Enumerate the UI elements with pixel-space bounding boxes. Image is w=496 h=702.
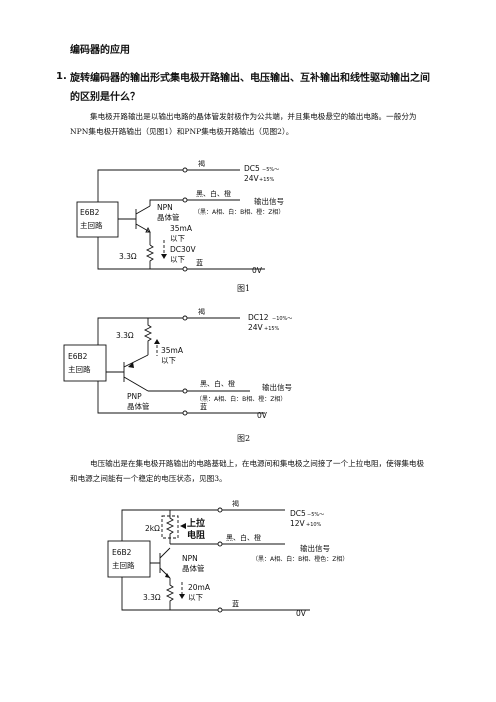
output-wires-label: 黑、白、橙 — [200, 379, 235, 388]
output-wire — [149, 199, 183, 206]
transistor-label: 晶体管 — [182, 563, 205, 573]
output-signal-label: 输出信号 — [262, 382, 292, 392]
resistor-label: 3.3Ω — [116, 331, 134, 340]
power-spec-main: DC12 — [248, 313, 269, 322]
supply-wire — [97, 169, 183, 202]
ground-wire — [121, 577, 218, 611]
current-arrow-head — [179, 594, 185, 599]
box-label-main-circuit: 主回路 — [80, 220, 103, 230]
e6b2-main-circuit-box — [76, 201, 119, 238]
output-wires-label: 黑、白、橙 — [226, 533, 261, 542]
zero-volt-label: 0V — [296, 609, 307, 618]
wire-brown-label: 褐 — [198, 159, 205, 168]
output-signal-label: 输出信号 — [254, 196, 284, 206]
box-label-main-circuit: 主回路 — [112, 560, 135, 570]
npn-transistor-symbol — [150, 547, 171, 579]
power-spec-line2: 12V — [290, 519, 306, 528]
power-spec-tol-hi: +15% — [264, 326, 280, 332]
zero-volt-label: 0V — [257, 411, 268, 420]
paragraph-voltage-output: 电压输出是在集电极开路输出的电路基础上，在电源间和集电极之间接了一个上拉电阻，使… — [70, 459, 425, 483]
current-limit-below: 以下 — [170, 234, 185, 243]
pullup-label-line2: 电阻 — [187, 529, 205, 541]
pnp-transistor-symbol — [106, 354, 149, 392]
box-label-model: E6B2 — [112, 548, 132, 557]
resistor-3-3-ohm — [143, 318, 153, 355]
pullup-resistor — [165, 510, 175, 544]
transistor-type: NPN — [157, 203, 173, 212]
wire-blue-label: 蓝 — [196, 258, 203, 267]
emitter-arrow — [128, 362, 134, 368]
ground-wire — [97, 237, 183, 270]
wire-brown-label: 褐 — [232, 499, 239, 508]
current-arrow-head — [161, 254, 167, 259]
power-spec-tol-hi: +10% — [306, 522, 322, 528]
box-label-model: E6B2 — [68, 352, 88, 361]
phase-note: （黑：A相、白：B相、橙：Z相） — [196, 395, 286, 403]
resistor-3-3-ohm — [165, 578, 175, 610]
npn-transistor-symbol — [118, 205, 151, 233]
current-limit-below: 以下 — [161, 356, 176, 365]
power-spec-line2: 24V — [248, 323, 264, 332]
ground-wire — [97, 381, 183, 414]
power-spec-tol-hi: +15% — [259, 177, 275, 183]
current-limit: 35mA — [170, 224, 193, 233]
resistor-3-3-ohm — [145, 244, 155, 269]
zero-volt-label: 0V — [252, 266, 263, 275]
transistor-type: NPN — [182, 554, 198, 563]
pullup-resistor-value: 2kΩ — [145, 524, 160, 533]
power-spec-main: DC5 — [290, 509, 306, 518]
e6b2-main-circuit-box — [63, 344, 107, 382]
ground-terminal — [217, 607, 223, 613]
supply-wire — [121, 509, 218, 541]
transistor-label: 晶体管 — [127, 401, 150, 411]
paragraph-open-collector: 集电极开路输出是以输出电路的晶体管发射极作为公共端，并且集电极悬空的输出电路。一… — [70, 112, 417, 136]
pullup-label-line1: 上拉 — [187, 517, 205, 529]
section-heading: 编码器的应用 — [70, 45, 130, 56]
power-spec-tol-lo: −5%～ — [307, 512, 324, 518]
phase-note: （黑：A相、白：B相、橙色：Z相） — [252, 555, 348, 563]
box-label-model: E6B2 — [80, 208, 100, 217]
transistor-label: 晶体管 — [157, 212, 180, 222]
current-limit-below: 以下 — [188, 593, 203, 602]
resistor-label: 3.3Ω — [143, 593, 161, 602]
pullup-highlight-box — [161, 515, 179, 539]
figure-2-caption: 图2 — [237, 434, 251, 443]
voltage-limit-below: 以下 — [170, 255, 185, 264]
phase-note: （黑：A相、白：B相、橙：Z相） — [194, 208, 284, 216]
wire-brown-label: 褐 — [198, 307, 205, 316]
emitter-arrow — [145, 226, 151, 233]
resistor-label: 3.3Ω — [119, 252, 137, 261]
supply-wire — [97, 317, 183, 345]
power-spec-tol-lo: −5%～ — [262, 167, 279, 173]
output-wires-label: 黑、白、橙 — [196, 189, 231, 198]
wire-blue-label: 蓝 — [232, 599, 239, 608]
transistor-type: PNP — [127, 392, 142, 401]
e6b2-main-circuit-box — [107, 540, 151, 578]
power-spec-line2: 24V — [244, 174, 260, 183]
output-signal-label: 输出信号 — [300, 543, 330, 553]
current-limit: 35mA — [161, 346, 184, 355]
current-arrow-head — [154, 339, 160, 344]
emitter-arrow — [165, 573, 170, 578]
output-terminal — [217, 541, 223, 547]
box-label-main-circuit: 主回路 — [68, 364, 91, 374]
current-limit: 20mA — [188, 583, 211, 592]
voltage-limit: DC30V — [170, 245, 197, 254]
supply-terminal — [217, 507, 223, 513]
figure-1-caption: 图1 — [237, 284, 251, 293]
power-spec-main: DC5 — [244, 164, 260, 173]
wire-blue-label: 蓝 — [200, 402, 207, 411]
power-spec-tol-lo: −10%～ — [272, 316, 292, 322]
pullup-pointer-arrow — [180, 523, 186, 529]
question-number: 1. — [56, 71, 67, 82]
question-heading: 旋转编码器的输出形式集电极开路输出、电压输出、互补输出和线性驱动输出之间的区别是… — [70, 73, 430, 103]
